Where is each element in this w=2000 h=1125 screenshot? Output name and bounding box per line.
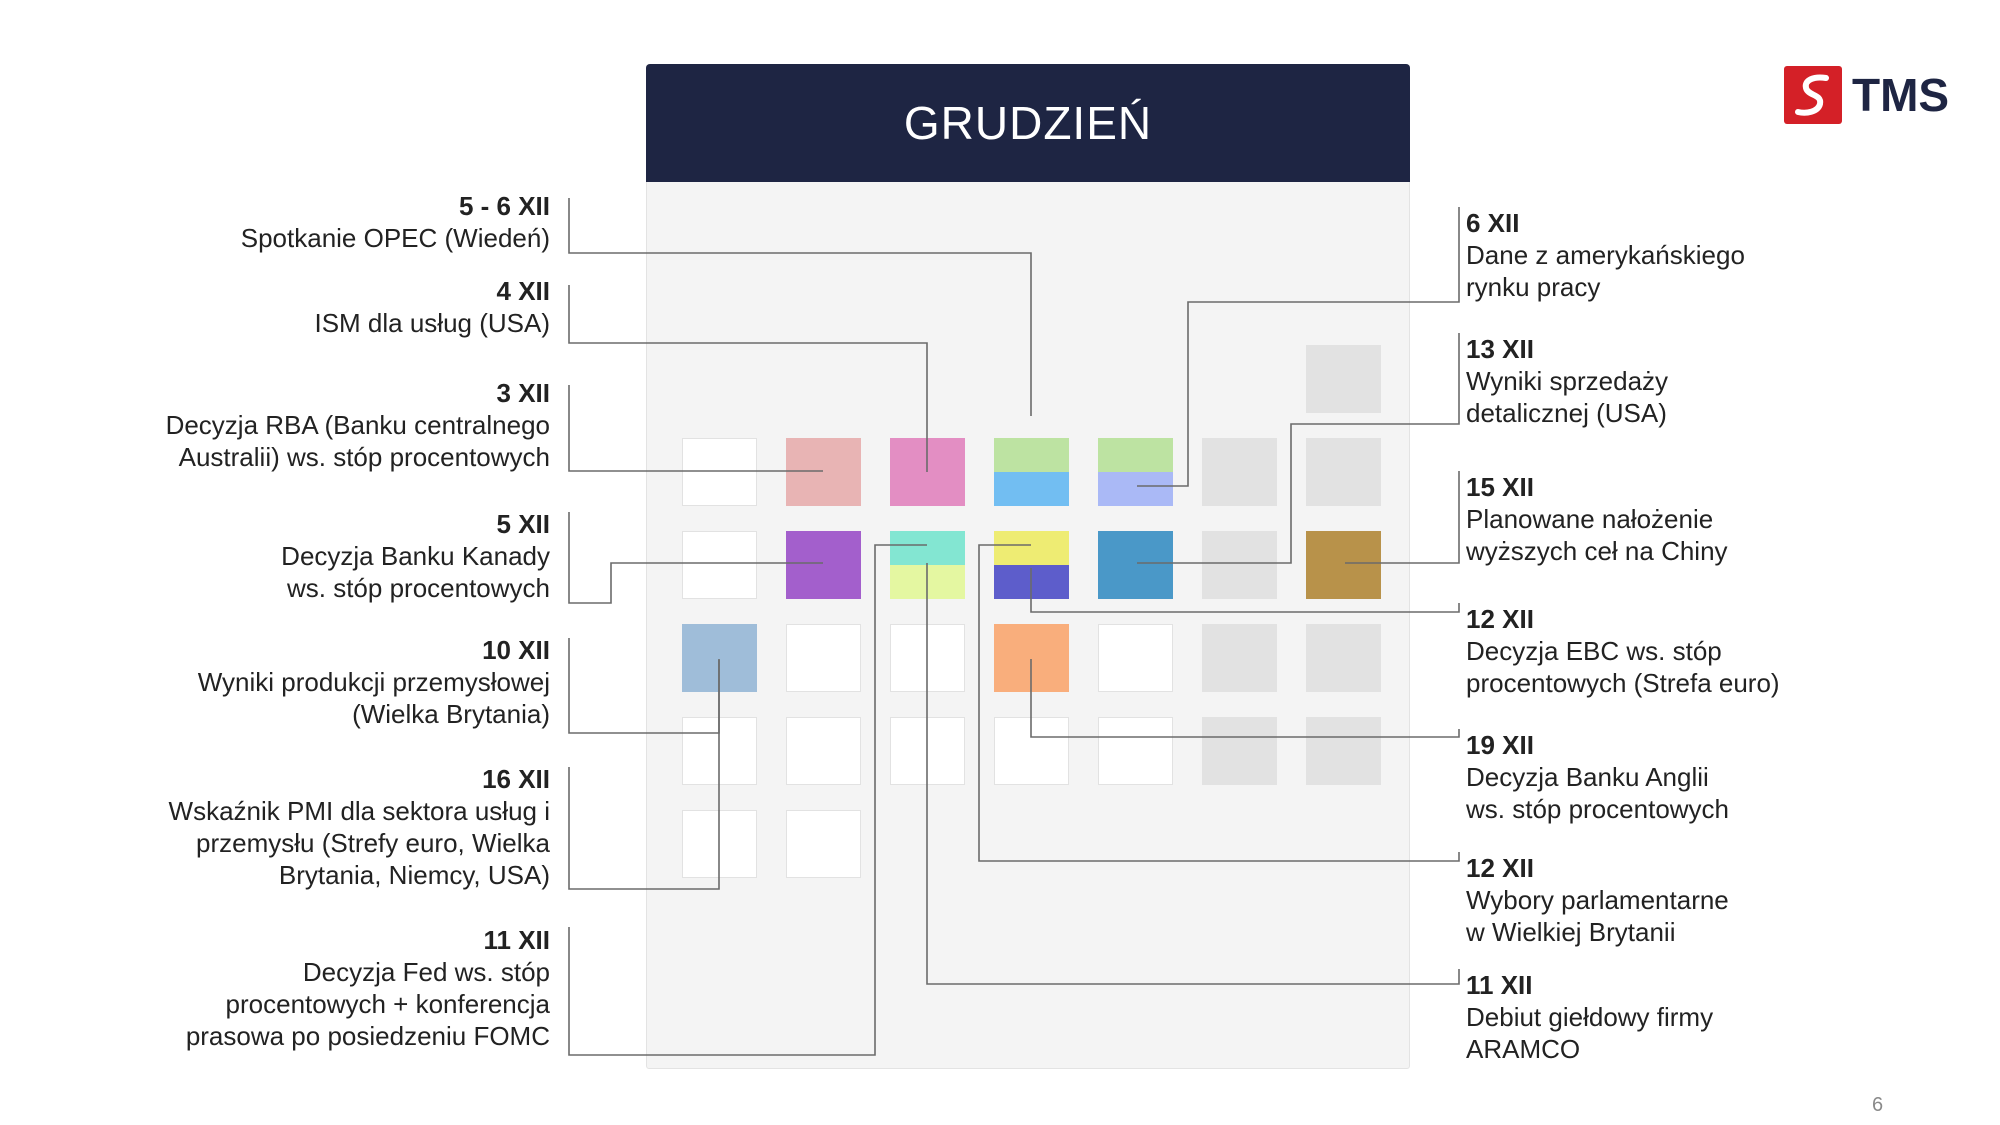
event-date: 5 - 6 XII [458,191,550,221]
event-bank-of-england: 19 XII Decyzja Banku Anglii ws. stóp pro… [1466,729,1886,825]
event-fed: 11 XII Decyzja Fed ws. stóp procentowych… [100,924,550,1052]
calendar-day-cell [1202,624,1277,692]
calendar-day-cell [786,624,861,692]
connector-line [568,198,1032,416]
calendar-day-cell [1306,438,1381,506]
event-description: Dane z amerykańskiego rynku pracy [1466,240,1745,302]
calendar-day-cell [1306,345,1381,413]
event-date: 11 XII [1466,970,1533,1000]
event-us-retail-sales: 13 XII Wyniki sprzedaży detalicznej (USA… [1466,333,1886,429]
connector-line [978,544,1460,862]
event-date: 3 XII [496,378,550,408]
event-bank-of-canada: 5 XII Decyzja Banku Kanady ws. stóp proc… [100,508,550,604]
event-date: 4 XII [496,276,550,306]
event-description: Spotkanie OPEC (Wiedeń) [240,223,550,253]
event-uk-industrial-production: 10 XII Wyniki produkcji przemysłowej (Wi… [100,634,550,730]
tms-s-logo-icon [1784,66,1842,124]
calendar-day-cell [1202,531,1277,599]
event-description: Debiut giełdowy firmy ARAMCO [1466,1002,1714,1064]
event-description: ISM dla usług (USA) [314,308,550,338]
event-date: 5 XII [496,509,550,539]
event-us-labor-market: 6 XII Dane z amerykańskiego rynku pracy [1466,207,1886,303]
event-description: Wyniki produkcji przemysłowej (Wielka Br… [197,667,550,729]
logo-text: TMS [1852,69,1950,121]
calendar-day-cell [994,438,1069,506]
calendar-day-cell [1098,717,1173,785]
event-date: 19 XII [1466,730,1534,760]
connector-line [568,512,823,604]
calendar-month-title: GRUDZIEŃ [646,64,1410,182]
connector-line [568,638,720,734]
connector-line [568,285,928,472]
connector-line [926,563,1460,985]
event-date: 12 XII [1466,853,1534,883]
event-ecb: 12 XII Decyzja EBC ws. stóp procentowych… [1466,603,1886,699]
tms-logo: TMS [1784,66,1949,124]
event-description: Decyzja Fed ws. stóp procentowych + konf… [185,957,550,1051]
calendar-day-cell-segment [994,531,1069,565]
event-description: Wskaźnik PMI dla sektora usług i przemys… [168,796,550,890]
event-date: 12 XII [1466,604,1534,634]
event-date: 11 XII [483,925,551,955]
connector-line [568,660,720,890]
event-date: 15 XII [1466,472,1534,502]
calendar-day-cell [1306,624,1381,692]
calendar-day-cell [786,717,861,785]
calendar-day-cell [786,810,861,878]
calendar-day-cell [1098,624,1173,692]
calendar-day-cell-segment [890,531,965,565]
calendar-day-cell [1306,717,1381,785]
calendar-day-cell [1202,717,1277,785]
calendar-day-cell-segment [1098,472,1173,506]
calendar-day-cell-segment [994,472,1069,506]
calendar-day-cell [786,531,861,599]
event-rba: 3 XII Decyzja RBA (Banku centralnego Aus… [100,377,550,473]
connector-line [1137,207,1460,487]
calendar-day-cell [1098,531,1173,599]
event-aramco-ipo: 11 XII Debiut giełdowy firmy ARAMCO [1466,969,1886,1065]
event-description: Wybory parlamentarne w Wielkiej Brytanii [1466,885,1729,947]
event-uk-elections: 12 XII Wybory parlamentarne w Wielkiej B… [1466,852,1886,948]
calendar-day-cell [682,531,757,599]
calendar-day-cell [786,438,861,506]
event-china-tariffs: 15 XII Planowane nałożenie wyższych ceł … [1466,471,1886,567]
event-description: Decyzja Banku Anglii ws. stóp procentowy… [1466,762,1730,824]
event-description: Planowane nałożenie wyższych ceł na Chin… [1466,504,1728,566]
event-date: 10 XII [482,635,550,665]
event-date: 6 XII [1466,208,1520,238]
event-description: Wyniki sprzedaży detalicznej (USA) [1466,366,1669,428]
calendar-day-cell [1098,438,1173,506]
connector-line [1030,568,1460,613]
event-ism: 4 XII ISM dla usług (USA) [100,275,550,339]
event-description: Decyzja Banku Kanady ws. stóp procentowy… [281,541,550,603]
event-pmi: 16 XII Wskaźnik PMI dla sektora usług i … [100,763,550,891]
event-opec: 5 - 6 XII Spotkanie OPEC (Wiedeń) [100,190,550,254]
page-number: 6 [1872,1094,1884,1116]
connector-line [568,385,823,472]
calendar-day-cell [682,438,757,506]
event-description: Decyzja EBC ws. stóp procentowych (Stref… [1466,636,1780,698]
connector-line [1137,333,1460,564]
connector-line [568,544,927,1056]
calendar-day-cell [1202,438,1277,506]
event-date: 13 XII [1466,334,1534,364]
event-description: Decyzja RBA (Banku centralnego Australii… [165,410,550,472]
event-date: 16 XII [482,764,550,794]
calendar-day-cell-segment [994,438,1069,472]
connector-line [1030,659,1460,738]
connector-line [1345,471,1460,564]
calendar-day-cell-segment [1098,438,1173,472]
calendar-day-cell [1306,531,1381,599]
